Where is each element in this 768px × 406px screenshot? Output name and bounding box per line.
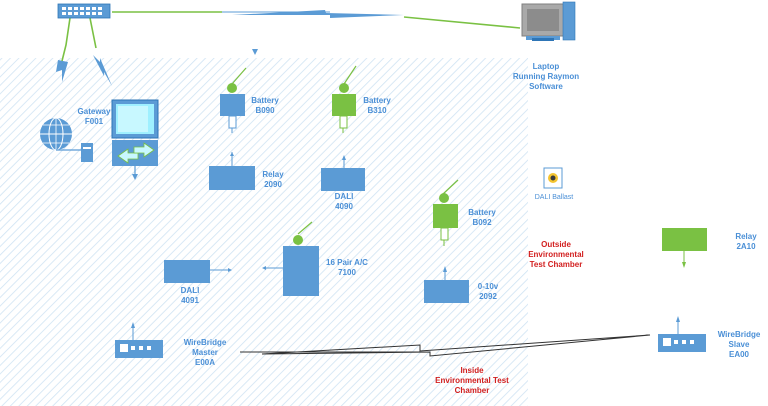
battery-b090-device [220, 67, 247, 133]
label-outside-chamber: Outside Environmental Test Chamber [528, 240, 584, 269]
label-battery-b092: Battery B092 [468, 208, 496, 227]
server-icon [81, 143, 93, 162]
label-dali-ballast: DALI Ballast [534, 194, 574, 201]
battery-b310-device [332, 65, 357, 133]
label-relay-2090: Relay 2090 [262, 170, 284, 189]
v010-2092-device [424, 266, 469, 303]
dali-4090-device [321, 155, 365, 191]
label-battery-b090: Battery B090 [251, 96, 279, 115]
network-switch-icon [57, 3, 111, 19]
relay-2090-device [209, 152, 255, 190]
ac-7100-device [262, 221, 319, 296]
link-marker [252, 49, 258, 55]
label-ac-7100: 16 Pair A/C 7100 [326, 258, 368, 277]
lightning-link-icon [56, 17, 112, 86]
label-wirebridge-slave: WireBridge Slave EA00 [717, 330, 761, 359]
label-dali-4091: DALI 4091 [180, 286, 200, 305]
label-gateway: Gateway F001 [77, 107, 111, 126]
label-inside-chamber: Inside Environmental Test Chamber [435, 366, 509, 395]
label-laptop: Laptop Running Raymon Software [512, 62, 580, 91]
label-relay-2a10: Relay 2A10 [735, 232, 757, 251]
relay-2a10-device [662, 228, 707, 268]
dali-4091-device [164, 260, 232, 283]
desktop-monitor-icon [111, 99, 159, 180]
label-wirebridge-master: WireBridge Master E00A [183, 338, 227, 367]
wireless-router-icon [115, 322, 163, 358]
wirebridge-link [240, 334, 651, 357]
battery-b092-device [433, 179, 459, 246]
top-links [112, 10, 521, 29]
dali-ballast-icon [543, 167, 563, 189]
laptop-computer-icon [521, 1, 576, 41]
wireless-router-slave-icon [658, 316, 706, 352]
label-v010-2092: 0-10v 2092 [477, 282, 499, 301]
environmental-chamber-area [0, 58, 528, 406]
label-battery-b310: Battery B310 [363, 96, 391, 115]
label-dali-4090: DALI 4090 [334, 192, 354, 211]
globe-icon [40, 117, 82, 151]
